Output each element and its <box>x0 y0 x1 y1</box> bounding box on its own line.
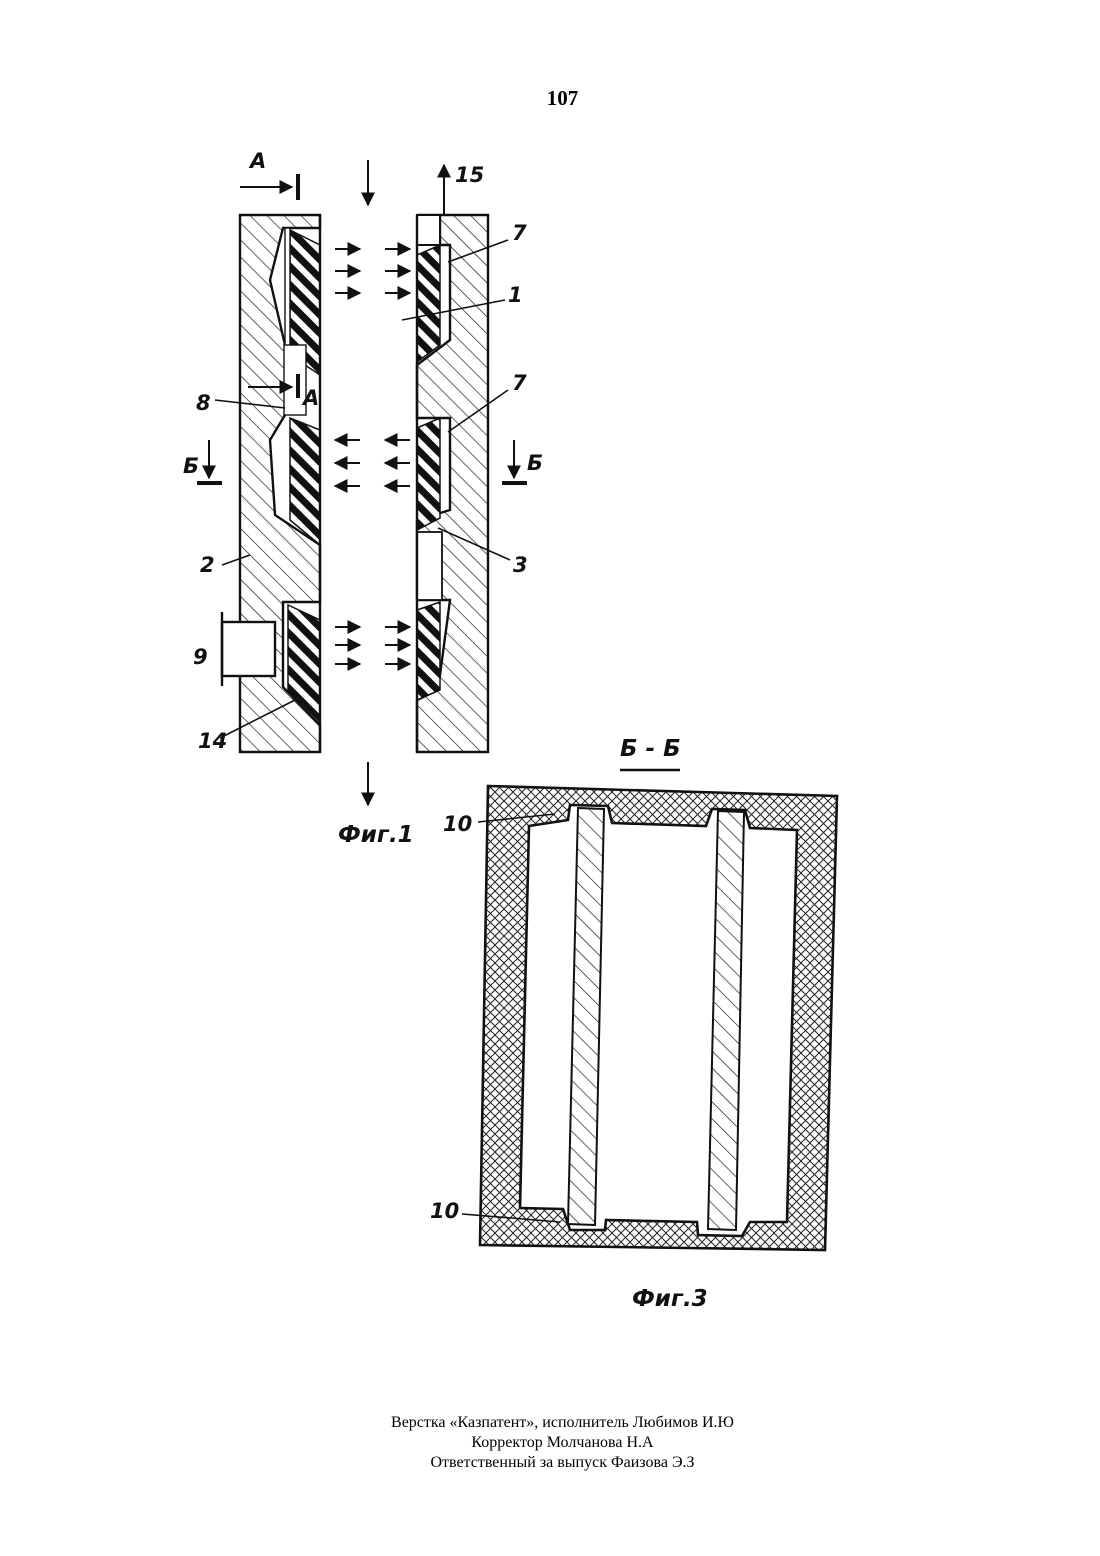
label-15: 15 <box>455 163 484 187</box>
top-notch-right <box>417 215 440 245</box>
label-b-left: Б <box>183 454 199 478</box>
footer-line-3: Ответственный за выпуск Фаизова Э.З <box>0 1453 1100 1473</box>
footer: Верстка «Казпатент», исполнитель Любимов… <box>0 1413 1100 1473</box>
label-b-right: Б <box>527 451 543 475</box>
element-left-middle <box>290 418 320 545</box>
label-a-mid: A <box>301 386 319 410</box>
section-title: Б - Б <box>620 736 681 762</box>
fig3-outer-frame <box>480 786 837 1250</box>
fig3-caption: Фиг.3 <box>632 1286 708 1312</box>
plate-left <box>568 808 604 1225</box>
label-10-bottom: 10 <box>430 1199 459 1223</box>
label-1: 1 <box>508 283 523 307</box>
label-2: 2 <box>200 553 215 577</box>
label-8: 8 <box>196 391 211 415</box>
gap-left-upper <box>285 228 290 353</box>
footer-line-1: Верстка «Казпатент», исполнитель Любимов… <box>0 1413 1100 1433</box>
fig1-drawing: A A 15 7 1 7 8 Б Б 2 3 9 14 Фиг.1 <box>183 149 543 848</box>
plate-right <box>708 811 744 1230</box>
inlet-pipe-9 <box>222 622 275 676</box>
label-10-top: 10 <box>443 812 472 836</box>
element-right-middle <box>417 418 440 530</box>
label-7-lower: 7 <box>512 371 527 395</box>
label-a-top: A <box>248 149 266 173</box>
fig1-caption: Фиг.1 <box>338 822 414 848</box>
footer-line-2: Корректор Молчанова Н.А <box>0 1433 1100 1453</box>
chamber-3 <box>417 532 442 600</box>
label-7-upper: 7 <box>512 221 527 245</box>
label-9: 9 <box>193 645 208 669</box>
label-14: 14 <box>198 729 227 753</box>
label-3: 3 <box>513 553 528 577</box>
element-right-lower <box>417 602 440 700</box>
fig3-drawing: Б - Б 10 10 Фиг.3 <box>430 736 837 1312</box>
element-right-upper <box>417 245 440 362</box>
